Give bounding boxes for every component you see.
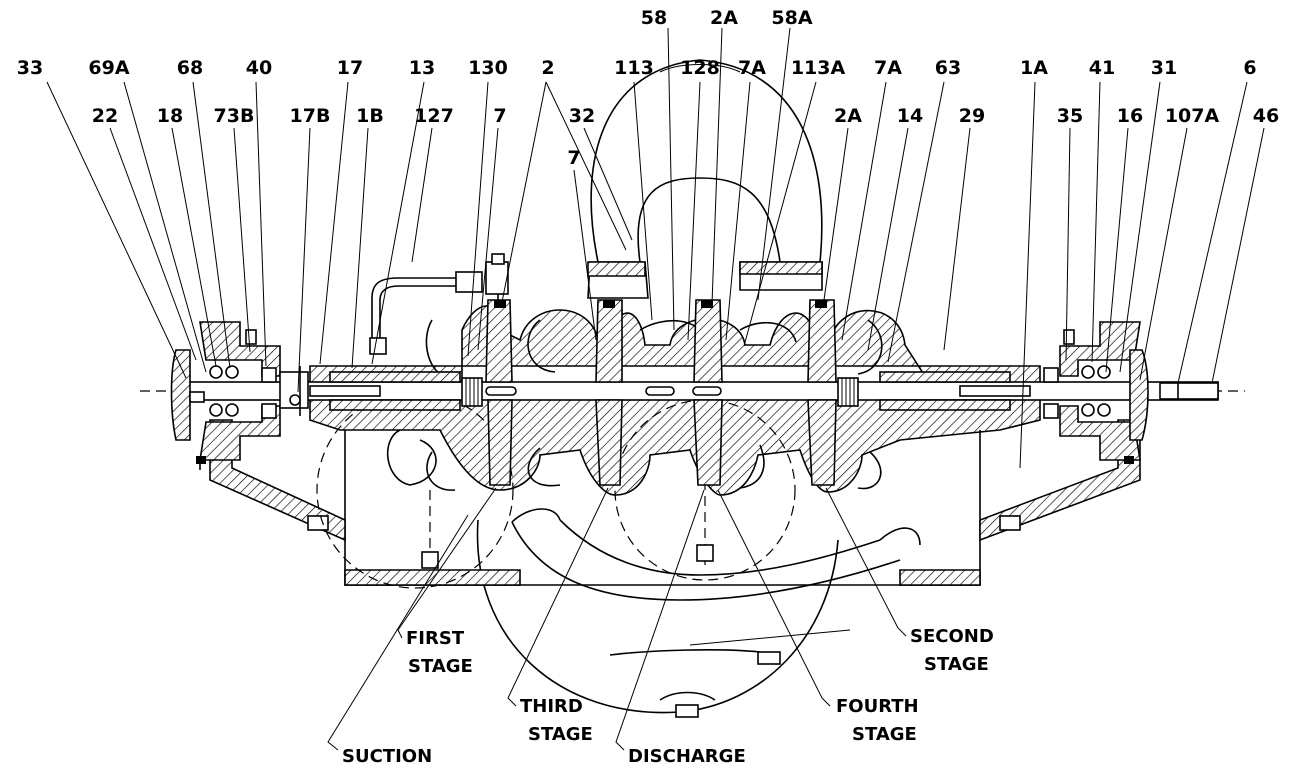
label-1B: 1B [356, 105, 384, 127]
label-18: 18 [157, 105, 183, 127]
label-7A-right: 7A [874, 57, 902, 79]
label-73B: 73B [214, 105, 255, 127]
suction-nozzle-outline [316, 391, 514, 589]
label-58A: 58A [771, 7, 812, 29]
right-bearing-assembly [1043, 321, 1149, 464]
label-58: 58 [641, 7, 667, 29]
label-130: 130 [468, 57, 508, 79]
label-32: 32 [569, 105, 595, 127]
upper-crossover-pipe [587, 59, 823, 299]
stage-labels: FIRST STAGE SECOND STAGE THIRD STAGE FOU… [342, 626, 994, 767]
label-41: 41 [1089, 57, 1115, 79]
label-113: 113 [614, 57, 654, 79]
lower-crossover-pipe [476, 508, 921, 718]
label-31: 31 [1151, 57, 1177, 79]
discharge-label: DISCHARGE [628, 746, 746, 767]
label-1A: 1A [1020, 57, 1048, 79]
left-bearing-assembly [170, 321, 309, 470]
label-6: 6 [1243, 57, 1256, 79]
impellers [485, 299, 837, 486]
leader-lines [46, 27, 1265, 751]
oil-piping [369, 253, 509, 355]
fourth-stage-label-line2: STAGE [852, 724, 917, 745]
label-2A-top: 2A [710, 7, 738, 29]
label-127: 127 [414, 105, 454, 127]
third-stage-label-line1: THIRD [520, 696, 583, 717]
label-22: 22 [92, 105, 118, 127]
second-stage-label-line1: SECOND [910, 626, 994, 647]
pump-casing [209, 305, 1141, 586]
fourth-stage-label-line1: FOURTH [836, 696, 919, 717]
label-46: 46 [1253, 105, 1279, 127]
label-40: 40 [246, 57, 272, 79]
label-14: 14 [897, 105, 923, 127]
label-107A: 107A [1165, 105, 1220, 127]
label-17B: 17B [290, 105, 331, 127]
label-17: 17 [337, 57, 363, 79]
label-7-lower: 7 [567, 147, 580, 169]
label-33: 33 [17, 57, 43, 79]
label-128: 128 [680, 57, 720, 79]
second-stage-label-line2: STAGE [924, 654, 989, 675]
label-68: 68 [177, 57, 203, 79]
label-2A-right: 2A [834, 105, 862, 127]
part-number-labels: 58 2A 58A 33 69A 68 40 17 13 130 2 113 1… [17, 7, 1279, 169]
label-7A-left: 7A [738, 57, 766, 79]
label-35: 35 [1057, 105, 1083, 127]
label-113A: 113A [791, 57, 846, 79]
label-29: 29 [959, 105, 985, 127]
label-7-top: 7 [493, 105, 506, 127]
label-69A: 69A [88, 57, 129, 79]
label-13: 13 [409, 57, 435, 79]
label-63: 63 [935, 57, 961, 79]
shaft-sleeves [329, 371, 1011, 411]
first-stage-label-line1: FIRST [406, 628, 465, 649]
suction-label: SUCTION [342, 746, 432, 767]
first-stage-label-line2: STAGE [408, 656, 473, 677]
third-stage-label-line2: STAGE [528, 724, 593, 745]
label-2: 2 [541, 57, 554, 79]
label-16: 16 [1117, 105, 1143, 127]
